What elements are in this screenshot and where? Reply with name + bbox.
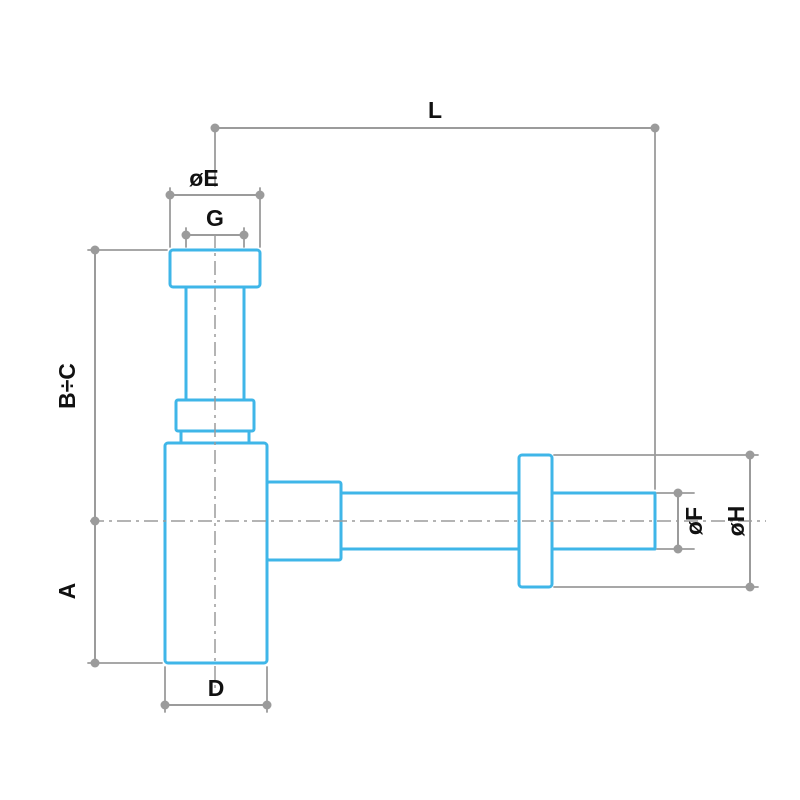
label-L: L (428, 97, 442, 123)
center-lines (90, 234, 766, 690)
dot-A-bottom (90, 658, 100, 668)
label-diameter-E: øE (189, 165, 218, 191)
label-diameter-F: øF (681, 507, 707, 535)
label-A: A (54, 583, 80, 600)
dot-D-right (262, 700, 272, 710)
dot-BC-top (90, 245, 100, 255)
dot-E-right (255, 190, 265, 200)
dimension-lines (87, 127, 759, 713)
dot-G-right (239, 230, 249, 240)
dot-L-left (210, 123, 220, 133)
part-outline (163, 248, 657, 665)
label-diameter-H: øH (723, 506, 749, 537)
label-B-div-C: B÷C (54, 363, 80, 409)
dot-H-bottom (745, 582, 755, 592)
dot-BC-bottom (90, 516, 100, 526)
trap-body (163, 441, 269, 665)
dot-G-left (181, 230, 191, 240)
dimension-dots (90, 123, 755, 710)
dot-F-top (673, 488, 683, 498)
label-D: D (208, 675, 225, 701)
dimension-labels: L øE G B÷C A D øF øH (54, 97, 749, 701)
dot-E-left (165, 190, 175, 200)
dot-D-left (160, 700, 170, 710)
label-G: G (206, 205, 224, 231)
dot-L-right (650, 123, 660, 133)
dot-H-top (745, 450, 755, 460)
outlet-connector (265, 480, 343, 562)
dot-F-bottom (673, 544, 683, 554)
